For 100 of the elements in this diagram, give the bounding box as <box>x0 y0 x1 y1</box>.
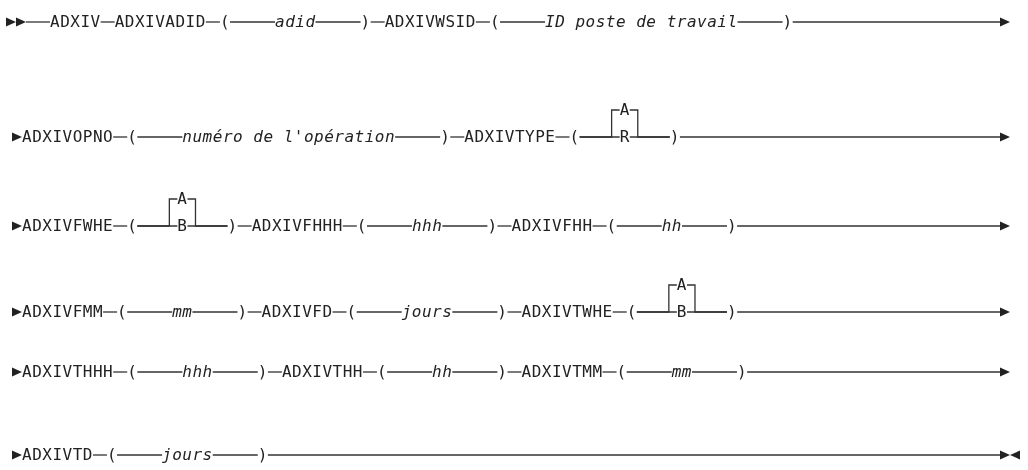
variable-text: numéro de l'opération <box>182 128 396 146</box>
parenthesis: ( <box>569 128 580 146</box>
connector-line <box>112 136 128 138</box>
connector-line <box>362 371 378 373</box>
variable-text: hh <box>432 363 453 381</box>
keyword-text: ADXIVWSID <box>384 13 476 31</box>
keyword-text: ADXIVFHHH <box>251 217 343 235</box>
connector-line <box>112 371 128 373</box>
keyword-text: ADXIVTWHE <box>521 303 613 321</box>
variable-text: jours <box>401 303 453 321</box>
parenthesis: ( <box>127 217 138 235</box>
connector-line <box>736 21 784 23</box>
parenthesis: ) <box>227 217 238 235</box>
keyword-text: ADXIVTD <box>22 446 93 464</box>
connector-line <box>746 367 1010 377</box>
parenthesis: ) <box>360 13 371 31</box>
parenthesis: ( <box>127 363 138 381</box>
connector-line <box>441 225 489 227</box>
connector-line <box>370 21 386 23</box>
connector-line <box>342 225 358 227</box>
keyword-text: ADXIV <box>50 13 101 31</box>
connector-line <box>475 21 491 23</box>
connector-line <box>506 371 523 373</box>
connector-line <box>186 225 229 227</box>
variable-text: ID poste de travail <box>545 13 738 31</box>
connector-line <box>506 311 523 313</box>
option-text: B <box>676 303 687 321</box>
connector-line <box>12 367 23 377</box>
keyword-text: ADXIVFHH <box>511 217 593 235</box>
keyword-text: ADXIVADID <box>114 13 206 31</box>
connector-line <box>451 371 498 373</box>
connector-line <box>496 225 513 227</box>
connector-line <box>12 221 23 231</box>
connector-line <box>112 225 128 227</box>
parenthesis: ( <box>117 303 128 321</box>
connector-line <box>246 311 263 313</box>
variable-text: hhh <box>411 217 443 235</box>
parenthesis: ) <box>487 217 498 235</box>
connector-line <box>12 132 23 142</box>
connector-line <box>314 21 362 23</box>
connector-line <box>92 454 108 456</box>
connector-line <box>579 136 621 138</box>
connector-line <box>686 311 728 313</box>
variable-text: mm <box>671 363 692 381</box>
option-text: A <box>177 190 188 208</box>
keyword-text: ADXIVOPNO <box>22 128 114 146</box>
parenthesis: ( <box>626 303 637 321</box>
connector-line <box>601 371 618 373</box>
variable-text: mm <box>172 303 193 321</box>
connector-line <box>212 454 259 456</box>
connector-line <box>100 21 116 23</box>
connector-line <box>629 136 671 138</box>
connector-line <box>792 17 1010 27</box>
variable-text: adid <box>275 13 316 31</box>
connector-line <box>237 225 253 227</box>
parenthesis: ) <box>727 303 738 321</box>
connector-line <box>451 311 498 313</box>
parenthesis: ) <box>440 128 451 146</box>
connector-line <box>331 311 348 313</box>
connector-line <box>449 136 465 138</box>
keyword-text: ADXIVTHH <box>281 363 363 381</box>
connector-line <box>636 311 678 313</box>
variable-text: jours <box>162 446 213 464</box>
connector-line <box>12 450 23 460</box>
connector-line <box>554 136 571 138</box>
connector-line <box>267 371 283 373</box>
connector-line <box>136 136 183 138</box>
keyword-text: ADXIVTMM <box>521 363 603 381</box>
parenthesis: ( <box>346 303 357 321</box>
connector-line <box>191 311 239 313</box>
connector-line <box>267 450 1020 460</box>
connector-line <box>612 311 628 313</box>
parenthesis: ( <box>106 446 118 464</box>
parenthesis: ( <box>376 363 388 381</box>
parenthesis: ) <box>727 217 738 235</box>
parenthesis: ) <box>257 446 268 464</box>
connector-line <box>212 371 259 373</box>
parenthesis: ) <box>497 363 508 381</box>
parenthesis: ( <box>489 13 501 31</box>
connector-line <box>366 225 413 227</box>
connector-line <box>616 225 663 227</box>
connector-line <box>394 136 441 138</box>
connector-line <box>691 371 738 373</box>
keyword-text: ADXIVTYPE <box>464 128 556 146</box>
parenthesis: ) <box>497 303 508 321</box>
keyword-text: ADXIVTHHH <box>22 363 114 381</box>
option-text: B <box>177 217 188 235</box>
connector-line <box>229 21 276 23</box>
parenthesis: ( <box>127 128 138 146</box>
keyword-text: ADXIVFWHE <box>22 217 114 235</box>
connector-line <box>136 225 178 227</box>
connector-line <box>12 307 23 317</box>
connector-line <box>681 225 728 227</box>
connector-line <box>126 311 173 313</box>
parenthesis: ) <box>736 363 748 381</box>
parenthesis: ) <box>782 13 793 31</box>
connector-line <box>136 371 183 373</box>
connector-line <box>499 21 546 23</box>
connector-line <box>116 454 163 456</box>
parenthesis: ( <box>606 217 617 235</box>
